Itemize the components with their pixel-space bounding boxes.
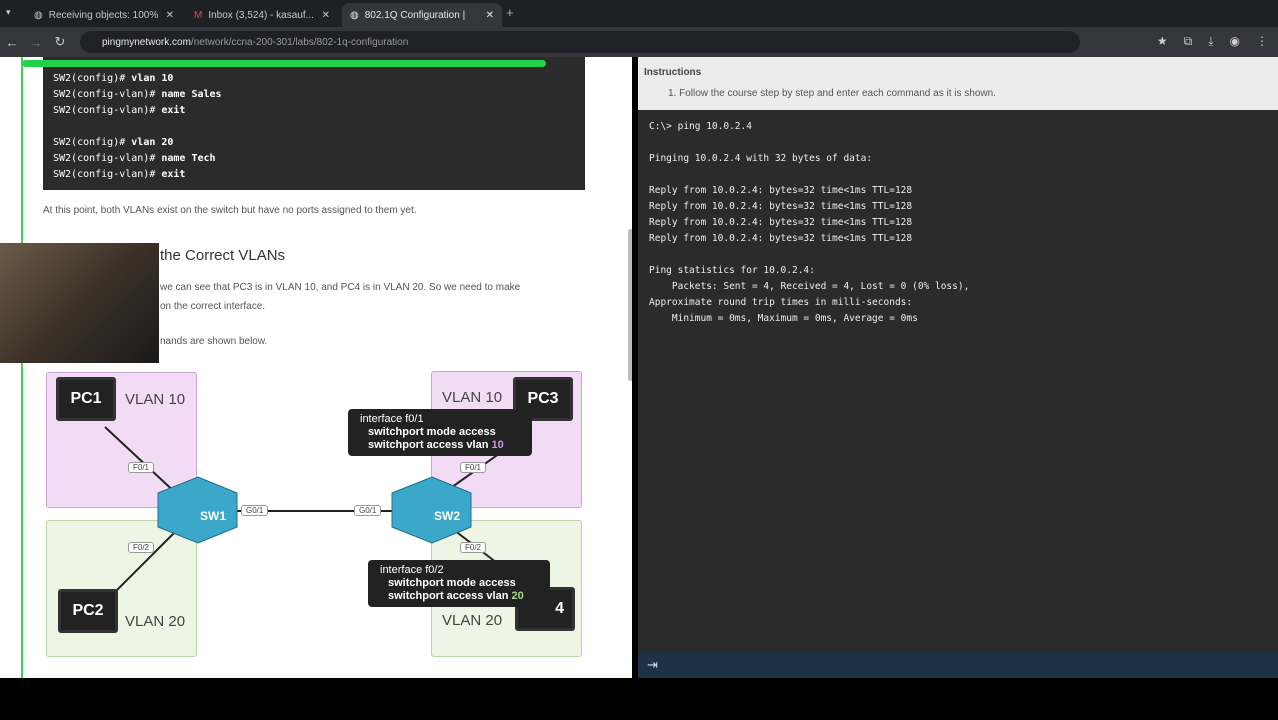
close-tab-icon[interactable]: ✕ (485, 9, 494, 21)
close-tab-icon[interactable]: ✕ (165, 9, 174, 21)
globe-icon: ◍ (350, 9, 359, 21)
code-line: SW2(config)# vlan 10 (53, 73, 174, 84)
download-icon[interactable]: ⤓ (1208, 34, 1214, 48)
progress-line (21, 57, 23, 678)
terminal-footer: ⇥ (638, 652, 1278, 678)
port-label: F0/1 (128, 462, 155, 473)
port-label: G0/1 (241, 505, 269, 516)
config-callout-f01: interface f0/1 switchport mode access sw… (348, 409, 532, 456)
section-heading: the Correct VLANs (160, 247, 286, 264)
port-label: F0/1 (460, 462, 487, 473)
port-label: G0/1 (354, 505, 382, 516)
globe-icon: ◍ (34, 9, 43, 21)
scrollbar[interactable] (628, 229, 632, 381)
sw2-icon (391, 476, 472, 544)
code-line: SW2(config-vlan)# exit (53, 169, 186, 180)
tab-list-icon[interactable]: ▾ (6, 7, 11, 17)
paragraph: At this point, both VLANs exist on the s… (43, 205, 417, 216)
code-line: SW2(config-vlan)# name Sales (53, 89, 222, 100)
port-label: F0/2 (460, 542, 487, 553)
tab-receiving[interactable]: ◍Receiving objects: 100%✕ (34, 9, 174, 21)
new-tab-button[interactable]: + (506, 5, 514, 20)
instructions-panel: Instructions 1. Follow the course step b… (638, 57, 1278, 110)
close-tab-icon[interactable]: ✕ (321, 9, 330, 21)
vlan-label: VLAN 20 (442, 612, 503, 629)
code-line: SW2(config-vlan)# name Tech (53, 153, 216, 164)
code-block: SW2(config)# vlan 10 SW2(config-vlan)# na… (43, 57, 585, 190)
sw1-label: SW1 (200, 509, 227, 523)
instruction-step: 1. Follow the course step by step and en… (668, 88, 996, 99)
address-bar: ← → ↻ pingmynetwork.com/network/ccna-200… (0, 27, 1278, 57)
terminal-output[interactable]: C:\> ping 10.0.2.4 Pinging 10.0.2.4 with… (649, 121, 970, 324)
links (104, 426, 536, 593)
vlan-label: VLAN 20 (125, 613, 186, 630)
reload-icon[interactable]: ↻ (54, 34, 66, 49)
extension-icon[interactable]: ⧉ (1183, 34, 1193, 48)
sw1-icon (157, 476, 238, 544)
vlan-label: VLAN 10 (442, 389, 503, 406)
vlan-label: VLAN 10 (125, 391, 186, 408)
code-line: SW2(config-vlan)# exit (53, 105, 186, 116)
code-line: SW2(config)# vlan 20 (53, 137, 174, 148)
pc3-icon: PC3 (513, 377, 573, 421)
port-label: F0/2 (128, 542, 155, 553)
sw2-label: SW2 (434, 509, 461, 523)
lab-pane: Instructions 1. Follow the course step b… (638, 57, 1278, 678)
tab-802-1q[interactable]: ◍802.1Q Configuration |✕ (342, 3, 502, 27)
config-callout-f02: interface f0/2 switchport mode access sw… (368, 560, 550, 607)
pc1-icon: PC1 (56, 377, 116, 421)
paragraph: nands are shown below. (160, 336, 268, 347)
progress-bar (22, 60, 546, 67)
back-icon[interactable]: ← (5, 34, 19, 50)
article-pane: SW2(config)# vlan 10 SW2(config-vlan)# na… (0, 57, 632, 678)
url-input[interactable]: pingmynetwork.com/network/ccna-200-301/l… (80, 31, 1080, 53)
vlan20-zone-left (46, 520, 197, 657)
bookmark-star-icon[interactable]: ★ (1156, 34, 1168, 48)
forward-icon[interactable]: → (29, 34, 43, 50)
paragraph: on the correct interface. (160, 301, 266, 312)
menu-icon[interactable]: ⋮ (1256, 34, 1268, 48)
exit-icon[interactable]: ⇥ (647, 657, 658, 672)
gmail-icon: M (194, 9, 203, 21)
paragraph: we can see that PC3 is in VLAN 10, and P… (160, 282, 521, 293)
profile-icon[interactable]: ◉ (1229, 34, 1240, 48)
instructions-title: Instructions (644, 67, 702, 78)
pc2-icon: PC2 (58, 589, 118, 633)
webcam-overlay (0, 243, 159, 363)
